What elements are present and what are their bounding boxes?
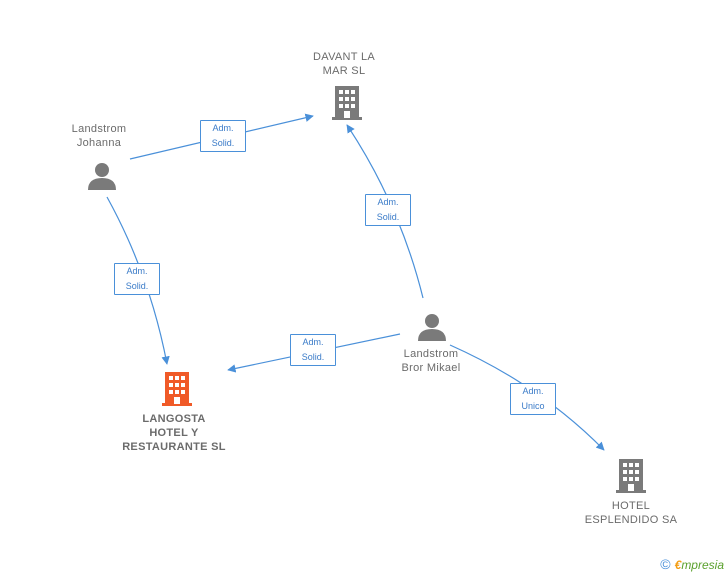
node-label-davant: DAVANT LA MAR SL [313, 51, 375, 77]
person-icon[interactable] [88, 162, 116, 190]
edge-label-bror-davant[interactable]: Adm. Solid. [365, 194, 411, 226]
building-icon[interactable] [616, 459, 646, 493]
copyright-icon: © [660, 556, 671, 572]
building-icon[interactable] [162, 372, 192, 406]
edge-label-bror-langosta[interactable]: Adm. Solid. [290, 334, 336, 366]
edge-label-johanna-davant[interactable]: Adm. Solid. [200, 120, 246, 152]
brand-logo[interactable]: ©€mpresia [660, 556, 724, 572]
node-label-bror: Landstrom Bror Mikael [401, 348, 461, 374]
person-icon[interactable] [418, 313, 446, 341]
brand-e: € [674, 558, 682, 572]
edge-label-johanna-langosta[interactable]: Adm. Solid. [114, 263, 160, 295]
edge-label-bror-esplendido[interactable]: Adm. Unico [510, 383, 556, 415]
building-icon[interactable] [332, 86, 362, 120]
node-label-johanna: Landstrom Johanna [71, 123, 127, 149]
node-label-langosta: LANGOSTA HOTEL Y RESTAURANTE SL [122, 413, 226, 453]
node-label-esplendido: HOTEL ESPLENDIDO SA [584, 500, 678, 526]
brand-name: mpresia [681, 558, 724, 572]
